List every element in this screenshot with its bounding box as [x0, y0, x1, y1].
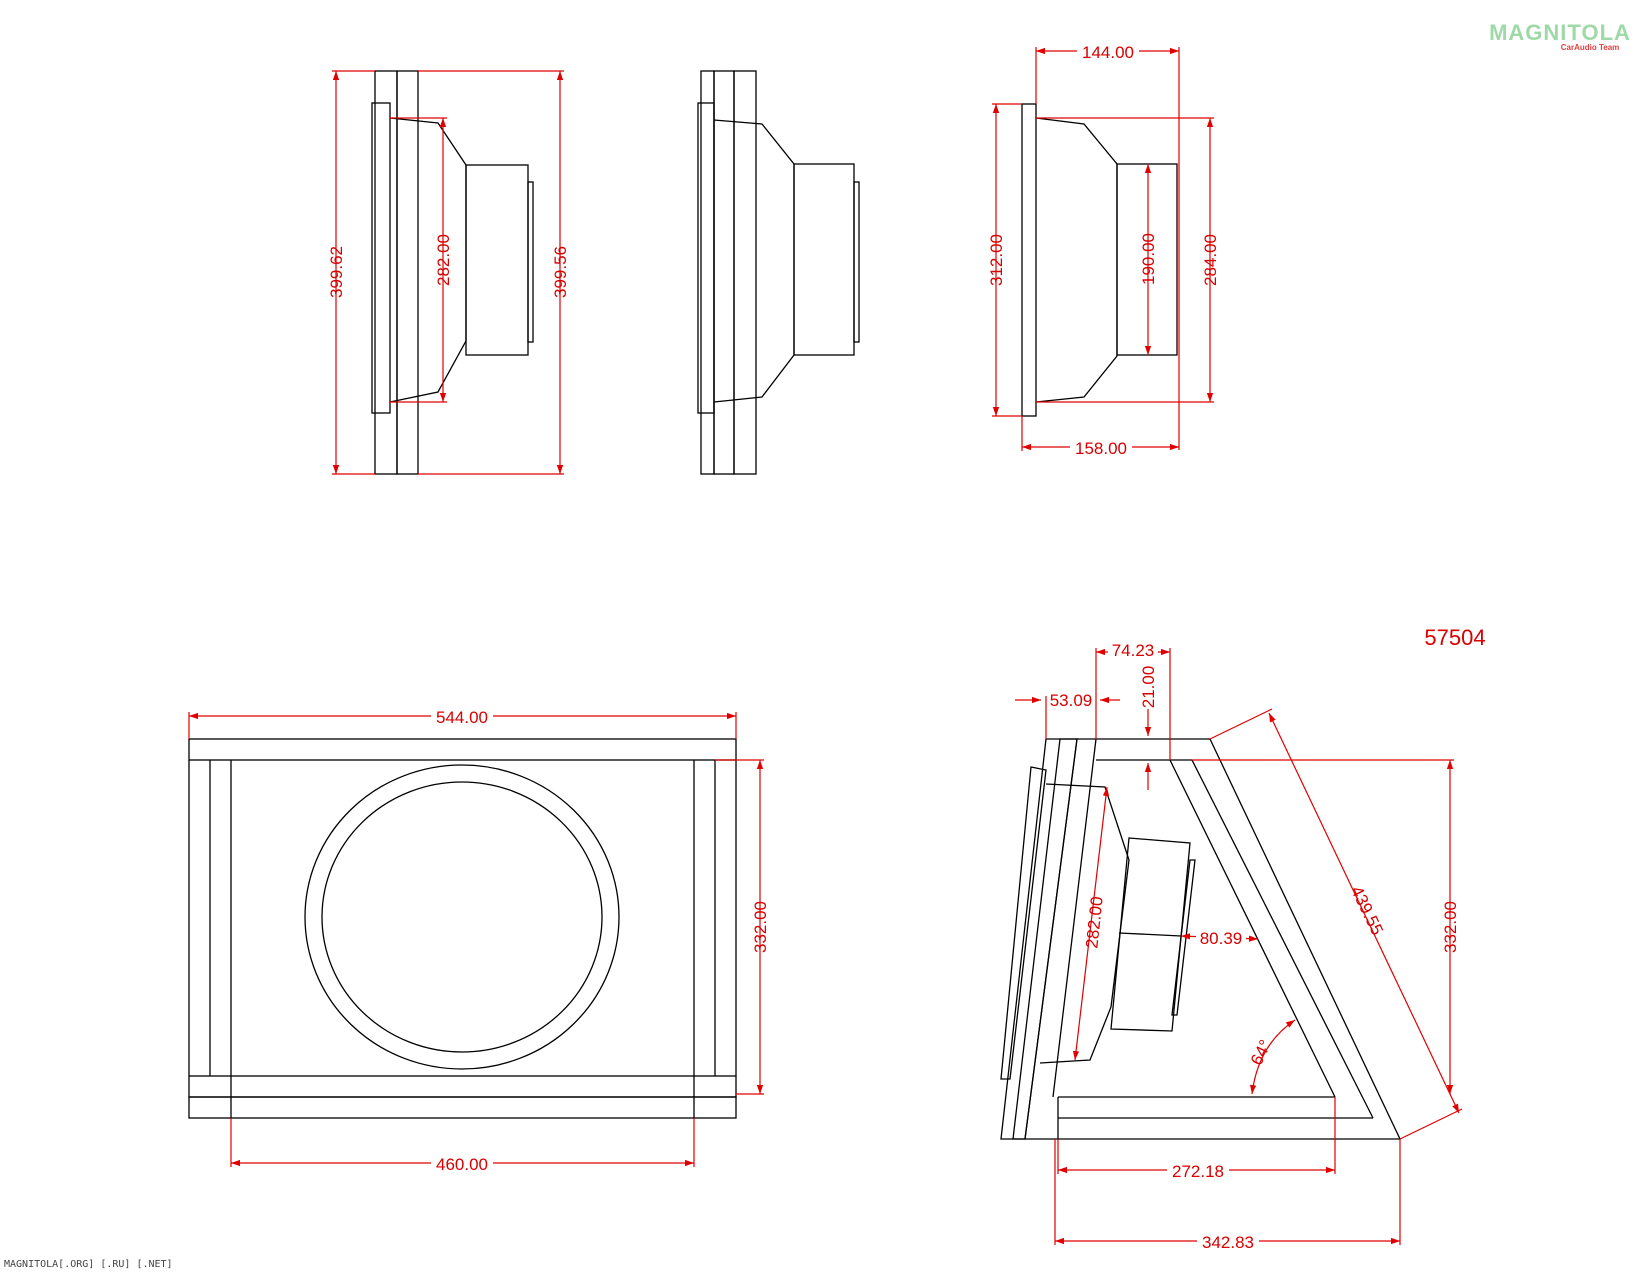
svg-text:190.00: 190.00 — [1139, 233, 1158, 285]
svg-text:CarAudio Team: CarAudio Team — [1561, 43, 1620, 52]
svg-text:64°: 64° — [1247, 1037, 1275, 1068]
dimension-profile-cone-span: 282.00 — [1072, 786, 1110, 1061]
dimension-profile-top-thickness: 21.00 — [1139, 666, 1158, 790]
dimension-profile-inner-bottom: 272.18 — [1057, 1097, 1336, 1181]
dimension-side-height-front: 399.62 — [327, 70, 375, 475]
dimension-box-inner-width: 460.00 — [230, 1118, 695, 1174]
drawing-code: 57504 — [1424, 625, 1485, 650]
svg-text:312.00: 312.00 — [987, 234, 1006, 286]
dimension-profile-diagonal: 439.55 — [1209, 708, 1463, 1140]
dimension-speaker-outer-height: 312.00 — [987, 103, 1022, 417]
svg-text:342.83: 342.83 — [1202, 1233, 1254, 1252]
svg-text:74.23: 74.23 — [1112, 641, 1155, 660]
dimension-profile-outer-bottom: 342.83 — [1054, 1139, 1401, 1252]
dimension-profile-angle: 64° — [1247, 1019, 1296, 1095]
dimension-speaker-depth-top: 144.00 — [1035, 42, 1180, 450]
svg-text:544.00: 544.00 — [436, 708, 488, 727]
svg-text:282.00: 282.00 — [434, 234, 453, 286]
dimension-profile-top-offset: 74.23 — [1095, 641, 1171, 760]
svg-text:399.62: 399.62 — [327, 246, 346, 298]
svg-text:399.56: 399.56 — [551, 246, 570, 298]
dimension-side-height-back: 399.56 — [418, 70, 570, 475]
dimension-profile-magnet-clearance: 80.39 — [1180, 929, 1259, 948]
svg-text:284.00: 284.00 — [1201, 234, 1220, 286]
svg-text:282.00: 282.00 — [1082, 896, 1106, 950]
speaker-side-view-1 — [371, 70, 534, 475]
dimension-speaker-basket-height: 284.00 — [1036, 117, 1220, 403]
dimension-profile-height: 332.00 — [1192, 759, 1460, 1094]
speaker-side-view-2 — [697, 70, 860, 475]
site-watermark: MAGNITOLA[.ORG] [.RU] [.NET] — [4, 1259, 173, 1270]
box-front-view — [188, 738, 737, 1119]
dimension-side-cone-span: 282.00 — [390, 117, 453, 403]
svg-text:439.55: 439.55 — [1347, 883, 1387, 938]
svg-text:MAGNITOLA: MAGNITOLA — [1489, 20, 1631, 45]
svg-text:53.09: 53.09 — [1050, 691, 1093, 710]
dimension-box-outer-width: 544.00 — [188, 707, 737, 739]
svg-text:80.39: 80.39 — [1200, 929, 1243, 948]
svg-text:272.18: 272.18 — [1172, 1162, 1224, 1181]
svg-text:332.00: 332.00 — [1441, 901, 1460, 953]
magnitola-logo: MAGNITOLA CarAudio Team — [1489, 20, 1631, 52]
dimension-profile-baffle-offset: 53.09 — [1015, 691, 1120, 739]
svg-text:21.00: 21.00 — [1139, 666, 1158, 709]
svg-text:144.00: 144.00 — [1082, 43, 1134, 62]
dimension-speaker-depth-bottom: 158.00 — [1021, 416, 1179, 458]
svg-text:158.00: 158.00 — [1075, 439, 1127, 458]
svg-text:332.00: 332.00 — [751, 901, 770, 953]
svg-text:460.00: 460.00 — [436, 1155, 488, 1174]
dimension-box-inner-height: 332.00 — [715, 759, 770, 1095]
dimension-speaker-magnet-height: 190.00 — [1139, 164, 1158, 355]
